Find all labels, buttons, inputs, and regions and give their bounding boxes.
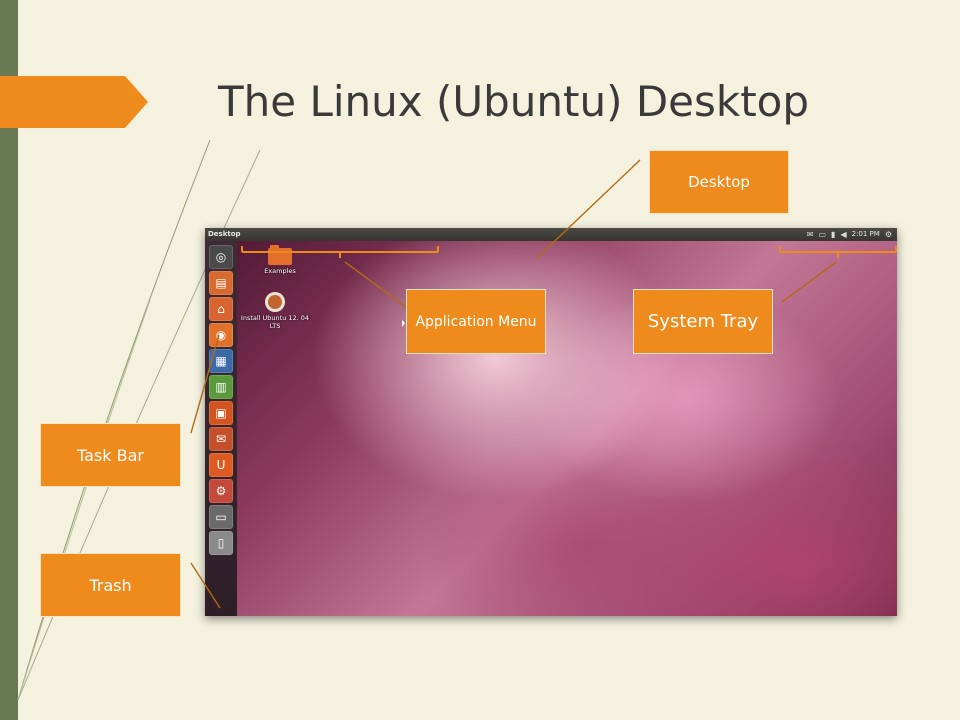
- panel-title: Desktop: [208, 230, 241, 238]
- clock[interactable]: 2:01 PM: [851, 230, 880, 238]
- launcher-dash-home-icon[interactable]: ◎: [209, 245, 233, 269]
- launcher-libreoffice-impress-icon[interactable]: ▣: [209, 401, 233, 425]
- callout-task-bar: Task Bar: [40, 423, 181, 487]
- launcher-files-icon[interactable]: ▤: [209, 271, 233, 295]
- launcher-system-settings-icon[interactable]: ⚙: [209, 479, 233, 503]
- system-tray: ✉ ▭ ▮ ◀ 2:01 PM ⚙: [807, 229, 892, 240]
- ubuntu-desktop-screenshot: Desktop ✉ ▭ ▮ ◀ 2:01 PM ⚙ ◎▤⌂◉▦▥▣✉U⚙▭▯ E…: [205, 228, 897, 616]
- launcher-software-center-bag-icon[interactable]: ✉: [209, 427, 233, 451]
- launcher-trash-icon[interactable]: ▯: [209, 531, 233, 555]
- mouse-cursor-icon: [402, 320, 405, 327]
- callout-system-tray: System Tray: [633, 289, 773, 354]
- launcher-firefox-icon[interactable]: ◉: [209, 323, 233, 347]
- launcher-libreoffice-writer-icon[interactable]: ▦: [209, 349, 233, 373]
- network-icon[interactable]: ▮: [831, 230, 836, 239]
- top-panel: Desktop ✉ ▭ ▮ ◀ 2:01 PM ⚙: [205, 228, 897, 241]
- launcher-ubuntu-one-icon[interactable]: U: [209, 453, 233, 477]
- desktop-icon-label: Install Ubuntu 12. 04 LTS: [240, 314, 310, 330]
- desktop-icon-examples[interactable]: Examples: [245, 245, 315, 275]
- title-arrow-tab: [0, 76, 148, 128]
- desktop-icon-install-ubuntu[interactable]: Install Ubuntu 12. 04 LTS: [235, 292, 315, 330]
- launcher-workspace-switcher-icon[interactable]: ▭: [209, 505, 233, 529]
- callout-trash: Trash: [40, 553, 181, 617]
- volume-icon[interactable]: ◀: [840, 230, 847, 239]
- launcher-home-folder-icon[interactable]: ⌂: [209, 297, 233, 321]
- desktop-icon-label: Examples: [264, 267, 296, 275]
- folder-icon: [268, 245, 292, 265]
- slide-left-bar: [0, 0, 18, 720]
- mail-icon[interactable]: ✉: [806, 230, 814, 239]
- page-title: The Linux (Ubuntu) Desktop: [218, 77, 810, 126]
- installer-icon: [265, 292, 285, 312]
- battery-icon[interactable]: ▭: [818, 230, 827, 239]
- callout-application-menu: Application Menu: [406, 289, 546, 354]
- launcher-libreoffice-calc-icon[interactable]: ▥: [209, 375, 233, 399]
- launcher: ◎▤⌂◉▦▥▣✉U⚙▭▯: [205, 241, 237, 616]
- callout-desktop: Desktop: [649, 150, 789, 214]
- gear-icon[interactable]: ⚙: [884, 230, 892, 239]
